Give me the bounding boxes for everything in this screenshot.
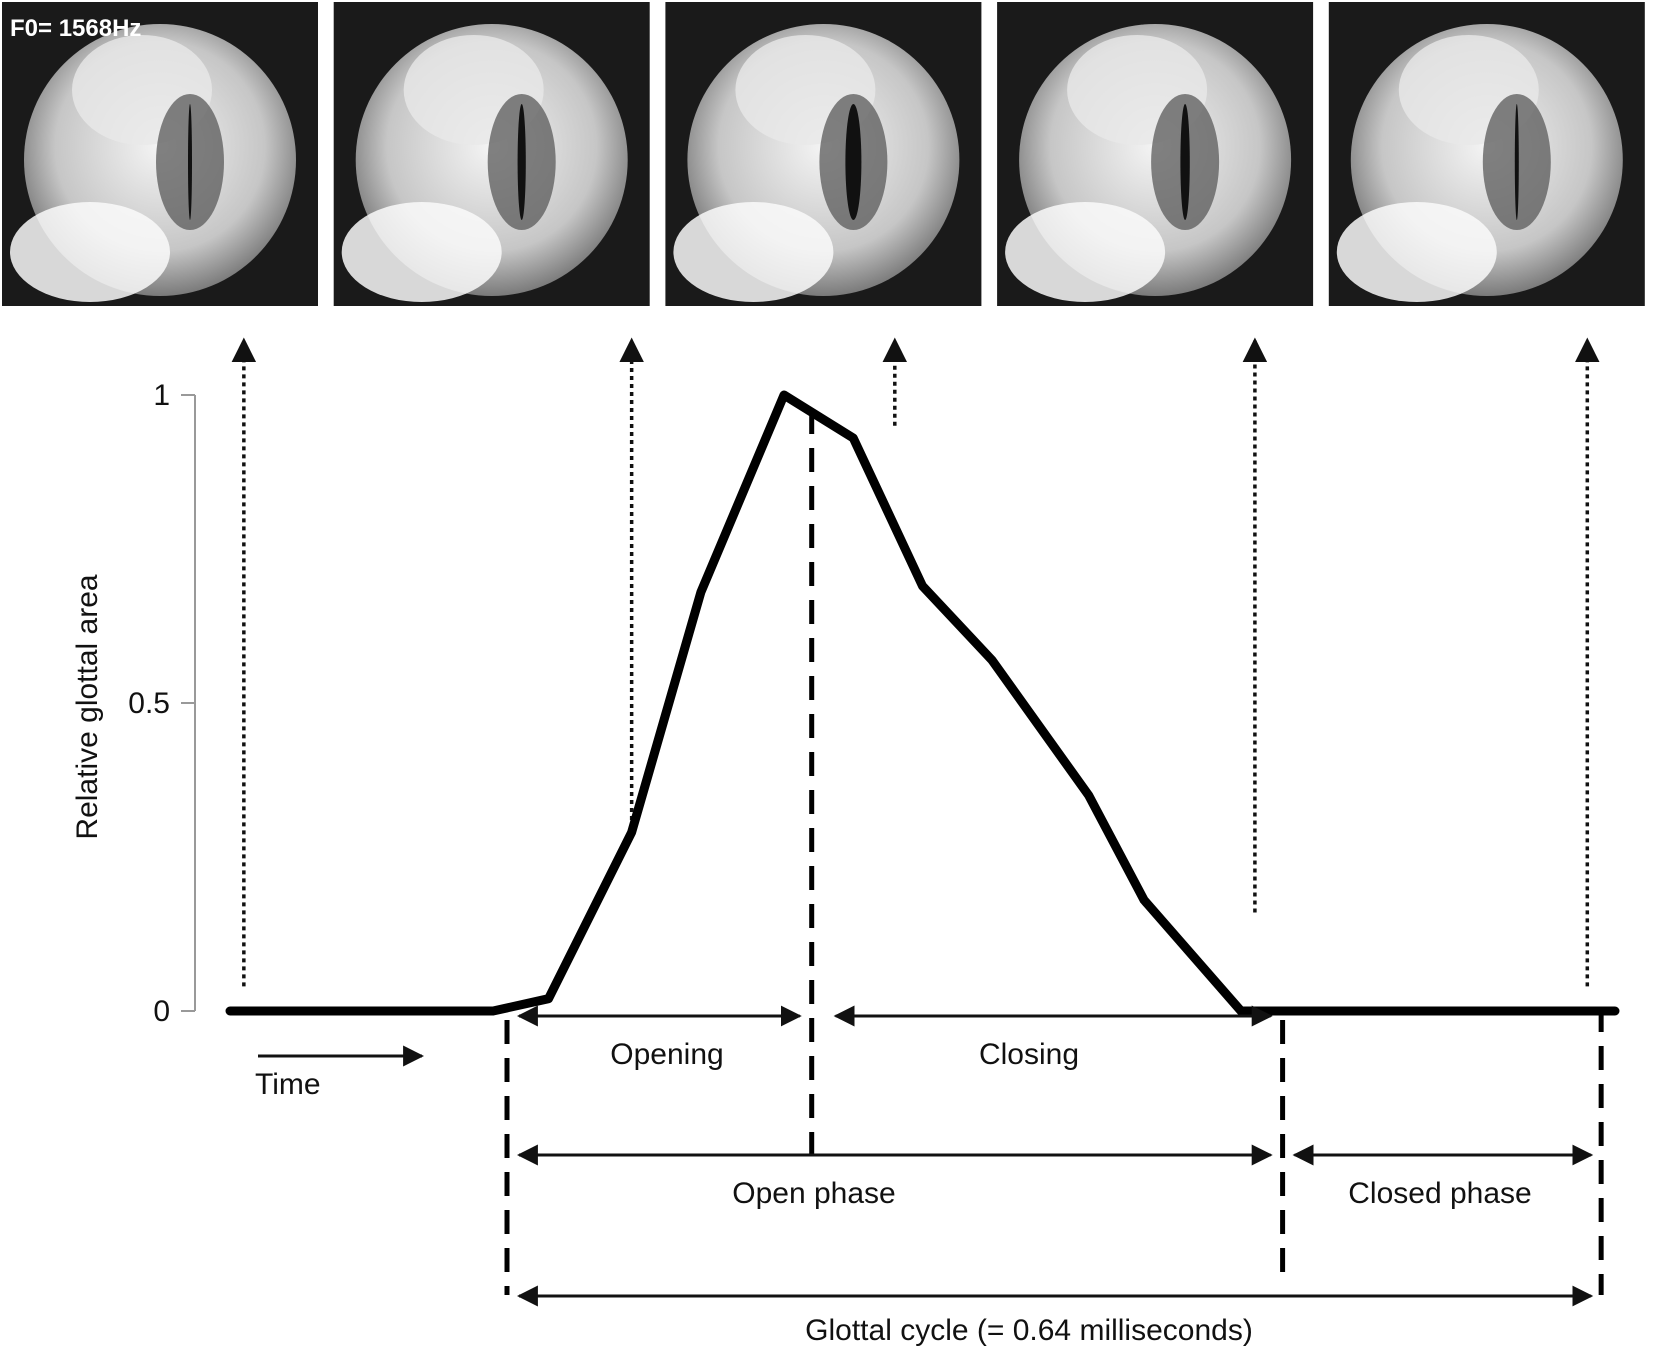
glottal-area-plot: 00.51	[128, 337, 1620, 1307]
time-label: Time	[255, 1068, 321, 1101]
y-axis: 00.51	[128, 379, 196, 1028]
open-phase-label: Open phase	[732, 1177, 895, 1210]
y-tick-label: 0.5	[128, 687, 170, 720]
tongue-highlight	[1005, 202, 1166, 302]
y-tick-label: 1	[153, 379, 170, 412]
y-axis-label: Relative glottal area	[71, 574, 104, 839]
phase-span-arrows	[258, 1005, 1594, 1307]
endoscopic-frames-strip	[2, 2, 1645, 306]
frame-marker-arrows	[231, 337, 1600, 987]
closing-label: Closing	[979, 1038, 1079, 1071]
tongue-highlight	[1336, 202, 1497, 302]
glottis-slit	[845, 104, 862, 220]
glottal-cycle-label: Glottal cycle (= 0.64 milliseconds)	[805, 1314, 1253, 1347]
y-tick-label: 0	[153, 995, 170, 1028]
opening-label: Opening	[610, 1038, 723, 1071]
tongue-highlight	[341, 202, 502, 302]
tongue-highlight	[673, 202, 834, 302]
glottis-slit	[1180, 104, 1190, 220]
glottal-area-curve	[225, 390, 1620, 1016]
glottis-slit	[188, 104, 192, 220]
tongue-highlight	[10, 202, 170, 302]
phase-boundary-lines	[504, 410, 1604, 1295]
closed-phase-label: Closed phase	[1348, 1177, 1531, 1210]
glottis-slit	[1514, 104, 1519, 220]
frame-rate-caption: F0= 1568Hz	[10, 15, 141, 42]
glottis-slit	[517, 104, 526, 220]
